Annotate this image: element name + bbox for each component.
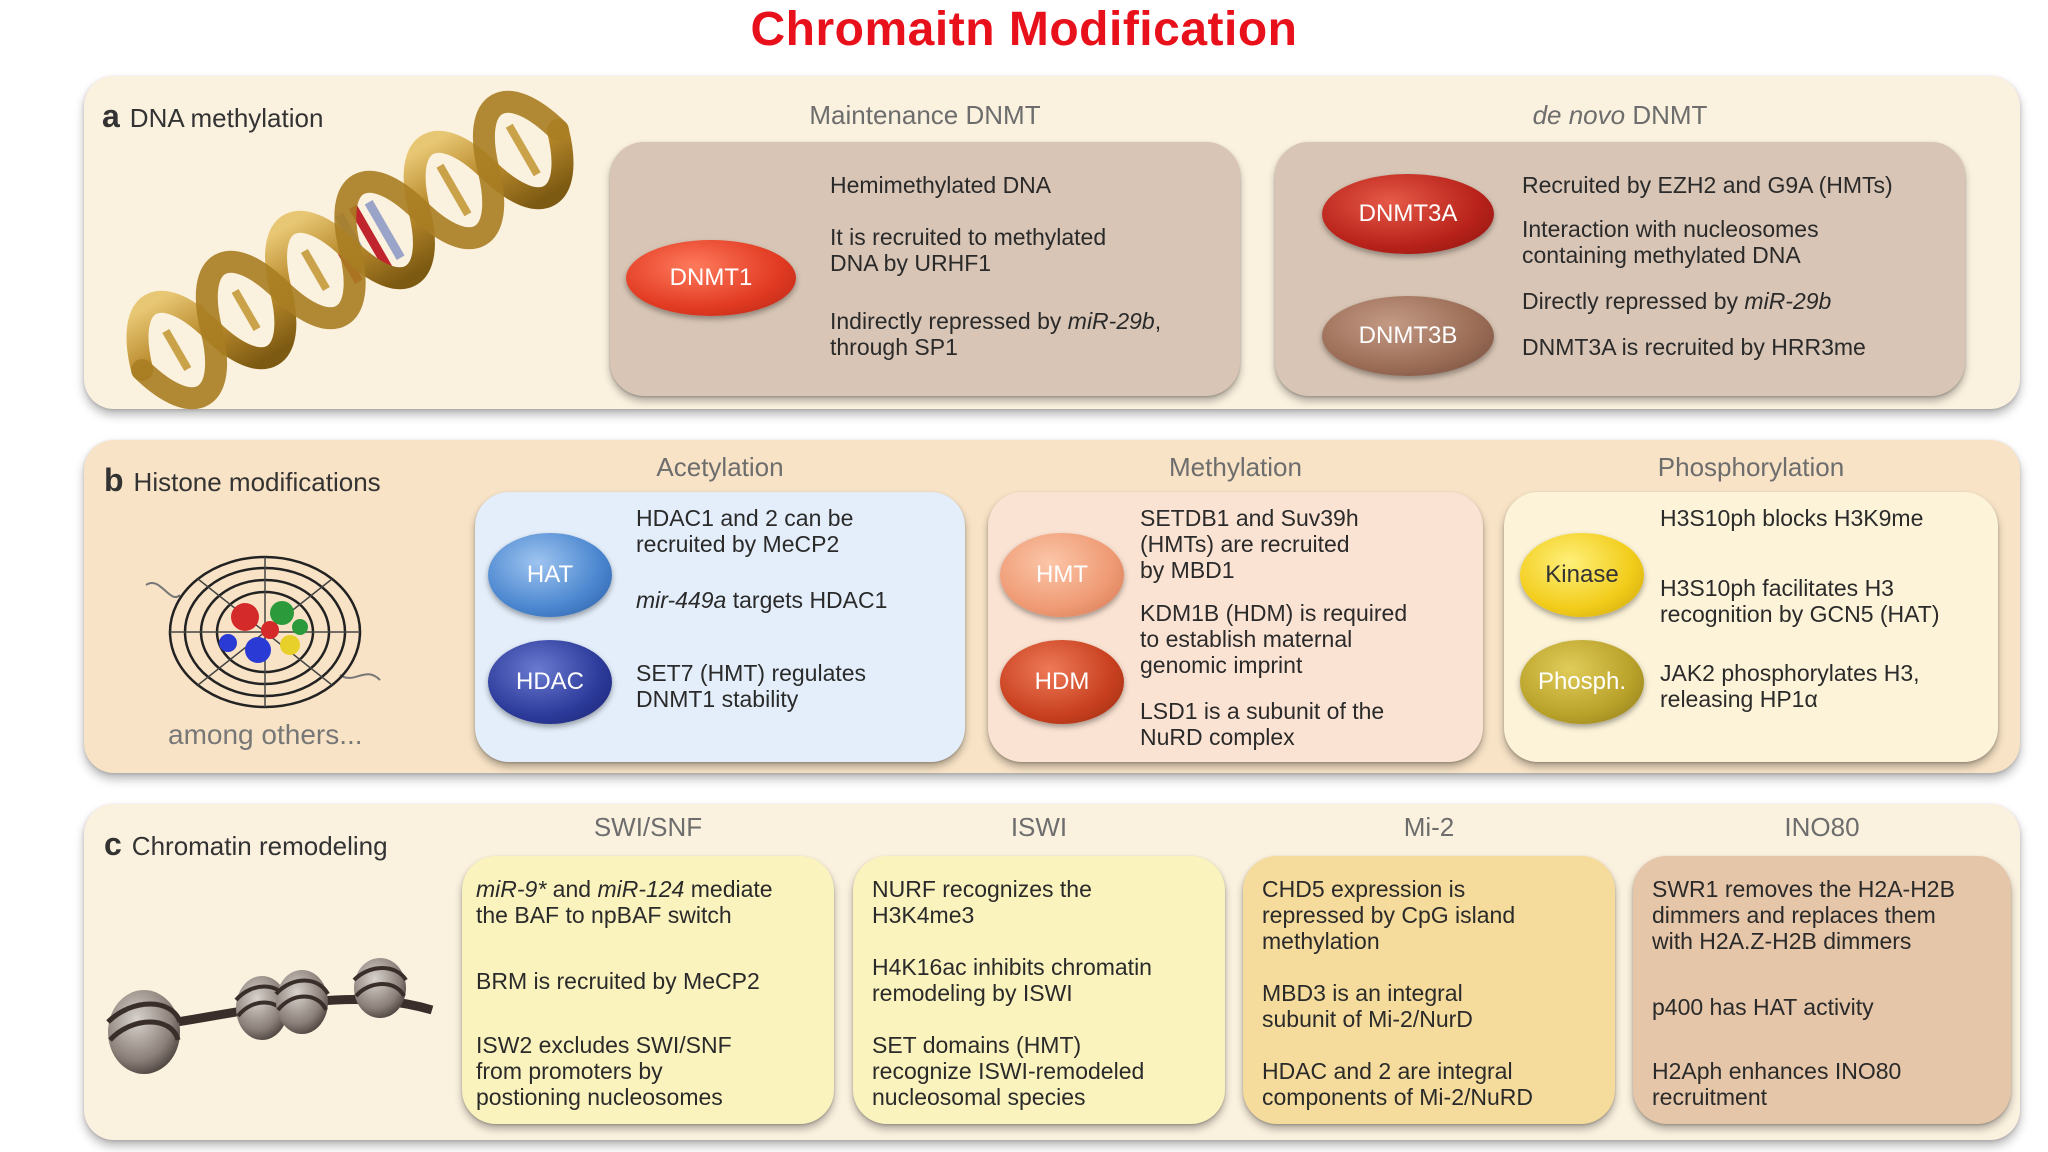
iswi-line-2: H4K16ac inhibits chromatin remodeling by… [872, 954, 1152, 1006]
dnmt1-enzyme: DNMT1 [626, 240, 796, 316]
methylation-line-1: SETDB1 and Suv39h (HMTs) are recruited b… [1140, 505, 1359, 583]
phosphorylation-line-1: H3S10ph blocks H3K9me [1660, 505, 1924, 531]
swisnf-line-3: ISW2 excludes SWI/SNF from promoters by … [476, 1032, 732, 1110]
ino80-line-1: SWR1 removes the H2A-H2B dimmers and rep… [1652, 876, 1955, 954]
dna-helix-icon [126, 90, 574, 410]
iswi-line-3: SET domains (HMT) recognize ISWI-remodel… [872, 1032, 1145, 1110]
phosph-enzyme: Phosph. [1520, 640, 1644, 724]
acetylation-line-2: mir-449a targets HDAC1 [636, 587, 887, 613]
iswi-line-1: NURF recognizes the H3K4me3 [872, 876, 1092, 928]
hdm-label: HDM [1034, 668, 1090, 695]
panel-b-label: b Histone modifications [104, 462, 381, 499]
dnmt3a-label: DNMT3A [1358, 200, 1458, 227]
maintenance-line-2: It is recruited to methylated DNA by URH… [830, 224, 1107, 276]
panel-a-title: DNA methylation [129, 103, 324, 133]
maintenance-line-3: Indirectly repressed by miR-29b, through… [830, 308, 1161, 360]
panel-c-letter: c [104, 826, 122, 862]
phosphorylation-line-3: JAK2 phosphorylates H3, releasing HP1α [1660, 660, 1920, 712]
ino80-header: INO80 [1784, 812, 1860, 842]
denovo-line-4: DNMT3A is recruited by HRR3me [1522, 334, 1866, 360]
hat-label: HAT [526, 561, 574, 588]
hdac-enzyme: HDAC [488, 640, 612, 724]
page-title: Chromaitn Modification [750, 3, 1298, 56]
mi2-header: Mi-2 [1403, 812, 1455, 842]
hat-enzyme: HAT [488, 533, 612, 617]
panel-c-label: c Chromatin remodeling [104, 826, 388, 863]
iswi-header: ISWI [1010, 812, 1068, 842]
mi2-line-3: HDAC and 2 are integral components of Mi… [1262, 1058, 1533, 1110]
mir-124-text: miR-124 [597, 876, 685, 902]
swisnf-line-1b: mediate the BAF to npBAF switch [476, 876, 773, 928]
maintenance-line-1: Hemimethylated DNA [830, 172, 1052, 198]
denovo-rest: DNMT [1625, 100, 1708, 130]
denovo-line-3: Directly repressed by miR-29b [1522, 288, 1831, 314]
swisnf-line-1: miR-9* and miR-124 mediate the BAF to np… [476, 876, 773, 928]
acetylation-line-1: HDAC1 and 2 can be recruited by MeCP2 [636, 505, 854, 557]
ino80-line-2: p400 has HAT activity [1652, 994, 1874, 1020]
dnmt3b-label: DNMT3B [1358, 322, 1458, 349]
maintenance-line-3a: Indirectly repressed by [830, 308, 1068, 334]
iswi-box [853, 856, 1225, 1124]
acetylation-header: Acetylation [656, 452, 784, 482]
panel-c-title: Chromatin remodeling [131, 831, 388, 861]
nucleosome-icon [145, 555, 381, 709]
panel-b-title: Histone modifications [133, 467, 381, 497]
chromatin-fiber-icon [106, 958, 434, 1074]
kinase-enzyme: Kinase [1520, 533, 1644, 617]
methylation-line-2: KDM1B (HDM) is required to establish mat… [1140, 600, 1408, 678]
acetylation-line-3: SET7 (HMT) regulates DNMT1 stability [636, 660, 867, 712]
swisnf-box [462, 856, 834, 1124]
hmt-label: HMT [1036, 561, 1088, 588]
ino80-box [1633, 856, 2011, 1124]
dnmt1-label: DNMT1 [669, 264, 753, 291]
dnmt3b-enzyme: DNMT3B [1322, 296, 1494, 376]
panel-a-letter: a [102, 98, 120, 134]
denovo-dnmt-header: de novo DNMT [1275, 100, 1965, 131]
swisnf-header: SWI/SNF [593, 812, 703, 842]
hdm-enzyme: HDM [1000, 640, 1124, 724]
swisnf-and: and [546, 876, 598, 902]
acetylation-line-2b: targets HDAC1 [726, 587, 888, 613]
mi2-line-1: CHD5 expression is repressed by CpG isla… [1262, 876, 1516, 954]
mi2-line-2: MBD3 is an integral subunit of Mi-2/NurD [1262, 980, 1473, 1032]
denovo-line-1: Recruited by EZH2 and G9A (HMTs) [1522, 172, 1893, 198]
panel-b-letter: b [104, 462, 124, 498]
kinase-label: Kinase [1545, 561, 1619, 588]
mi2-box [1243, 856, 1615, 1124]
denovo-italic: de novo [1532, 100, 1626, 130]
mir-9-text: miR-9* [476, 876, 547, 902]
among-others-caption: among others... [168, 719, 363, 750]
panel-a-label: a DNA methylation [102, 98, 323, 135]
maintenance-line-3b: , through SP1 [830, 308, 1162, 360]
swisnf-line-2: BRM is recruited by MeCP2 [476, 968, 760, 994]
hmt-enzyme: HMT [1000, 533, 1124, 617]
denovo-line-3a: Directly repressed by [1522, 288, 1745, 314]
phosphorylation-header: Phosphorylation [1657, 452, 1845, 482]
maintenance-dnmt-header: Maintenance DNMT [809, 100, 1041, 130]
methylation-line-3: LSD1 is a subunit of the NuRD complex [1140, 698, 1385, 750]
denovo-mir-29b: miR-29b [1744, 288, 1832, 314]
ino80-line-3: H2Aph enhances INO80 recruitment [1652, 1058, 1902, 1110]
denovo-line-2: Interaction with nucleosomes containing … [1522, 216, 1819, 268]
phosph-label: Phosph. [1537, 668, 1627, 695]
dnmt3a-enzyme: DNMT3A [1322, 174, 1494, 254]
phosphorylation-line-2: H3S10ph facilitates H3 recognition by GC… [1660, 575, 1940, 627]
mir-449a-text: mir-449a [636, 587, 727, 613]
hdac-label: HDAC [515, 668, 584, 695]
methylation-header: Methylation [1169, 452, 1302, 482]
mir-29b-text: miR-29b [1067, 308, 1155, 334]
